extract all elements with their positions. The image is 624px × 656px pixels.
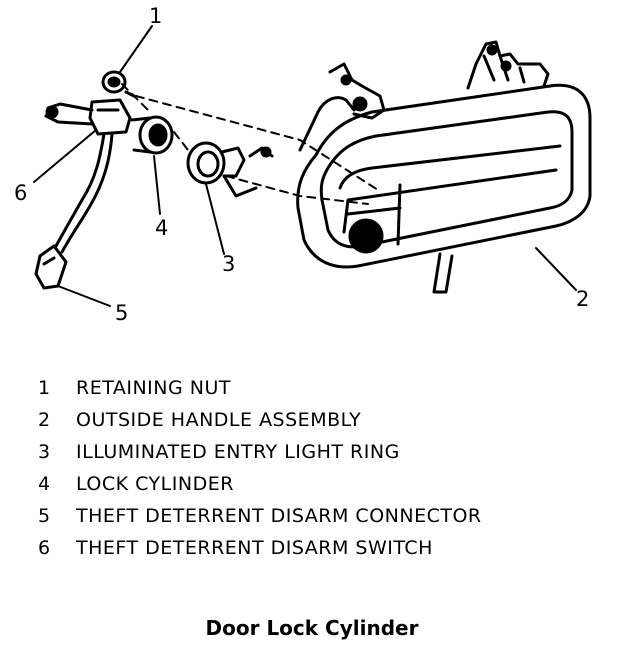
legend-item: 1 RETAINING NUT — [38, 372, 598, 404]
legend-text: THEFT DETERRENT DISARM SWITCH — [76, 537, 433, 559]
alignment-lines — [121, 83, 379, 205]
legend-item: 4 LOCK CYLINDER — [38, 468, 598, 500]
legend-item: 2 OUTSIDE HANDLE ASSEMBLY — [38, 404, 598, 436]
legend-item: 6 THEFT DETERRENT DISARM SWITCH — [38, 532, 598, 564]
legend-text: THEFT DETERRENT DISARM CONNECTOR — [76, 505, 482, 527]
legend-text: LOCK CYLINDER — [76, 473, 234, 495]
callout-6: 6 — [14, 181, 27, 205]
retaining-nut — [101, 70, 127, 94]
callout-5: 5 — [115, 301, 128, 325]
legend-number: 4 — [38, 473, 51, 495]
callout-3: 3 — [222, 252, 235, 276]
callout-2: 2 — [576, 287, 589, 311]
legend-number: 6 — [38, 537, 51, 559]
leader-lines — [33, 25, 577, 307]
legend-number: 5 — [38, 505, 51, 527]
legend-item: 3 ILLUMINATED ENTRY LIGHT RING — [38, 436, 598, 468]
legend-text: ILLUMINATED ENTRY LIGHT RING — [76, 441, 400, 463]
legend-number: 3 — [38, 441, 51, 463]
outside-handle-assembly — [296, 40, 592, 294]
legend-number: 2 — [38, 409, 51, 431]
legend-text: OUTSIDE HANDLE ASSEMBLY — [76, 409, 362, 431]
disarm-switch — [44, 90, 136, 136]
legend-item: 5 THEFT DETERRENT DISARM CONNECTOR — [38, 500, 598, 532]
legend-text: RETAINING NUT — [76, 377, 231, 399]
harness-wires — [34, 132, 114, 290]
legend-number: 1 — [38, 377, 51, 399]
light-ring — [186, 141, 274, 198]
figure-caption: Door Lock Cylinder — [205, 616, 419, 640]
callout-1: 1 — [149, 4, 162, 28]
callout-4: 4 — [155, 216, 168, 240]
lock-cylinder — [130, 115, 174, 155]
